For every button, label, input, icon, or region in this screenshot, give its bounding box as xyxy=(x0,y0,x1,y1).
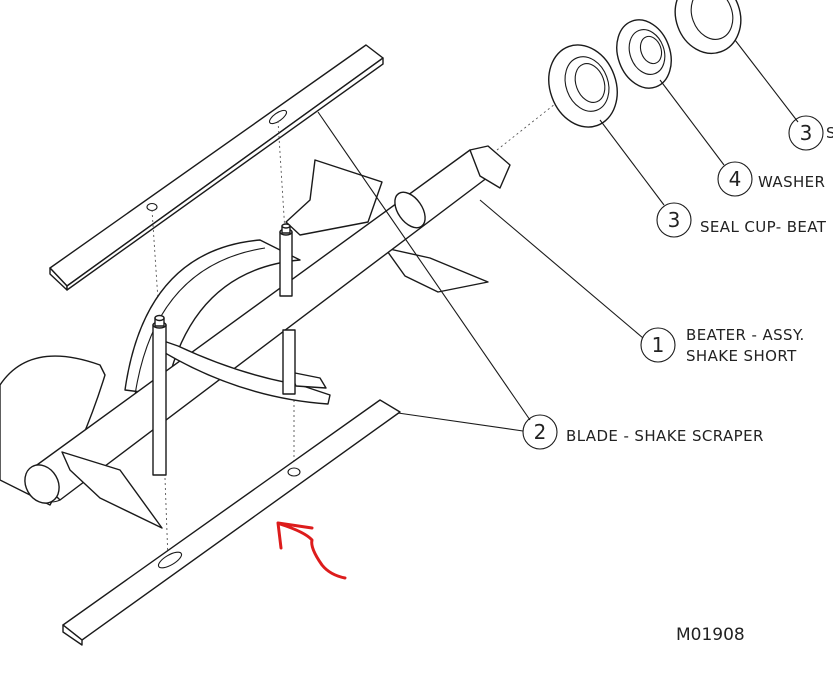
svg-text:2: 2 xyxy=(534,420,547,444)
scraper-blade-lower xyxy=(62,399,401,646)
callout-washer-4: 4 WASHER xyxy=(717,161,825,197)
callout-beater-1: 1 BEATER - ASSY. SHAKE SHORT xyxy=(640,326,805,365)
callout-seal-cup-3: 3 SEAL CUP- BEAT xyxy=(656,202,827,238)
washer xyxy=(616,19,672,89)
svg-text:3: 3 xyxy=(668,208,681,232)
beater-assembly xyxy=(0,145,511,529)
drawing-ref-number: M01908 xyxy=(676,625,745,645)
svg-text:4: 4 xyxy=(729,167,742,191)
leader-lines xyxy=(317,39,799,432)
svg-text:3: 3 xyxy=(800,121,813,145)
callout-blade-2: 2 BLADE - SHAKE SCRAPER xyxy=(522,414,764,450)
red-annotation-arrow xyxy=(276,521,347,580)
svg-text:SEAL CUP- BEAT: SEAL CUP- BEAT xyxy=(700,218,827,236)
svg-text:BEATER - ASSY.: BEATER - ASSY. xyxy=(686,326,805,344)
svg-text:SHAKE SHORT: SHAKE SHORT xyxy=(686,347,797,365)
seal-cup-front xyxy=(548,44,618,128)
callout-seal-3-top: 3 S xyxy=(788,115,833,151)
seal-cup-rear xyxy=(674,0,742,55)
svg-text:BLADE - SHAKE SCRAPER: BLADE - SHAKE SCRAPER xyxy=(566,427,764,445)
scraper-blade-upper xyxy=(49,44,384,291)
svg-text:WASHER: WASHER xyxy=(758,173,825,191)
svg-text:1: 1 xyxy=(652,333,665,357)
svg-text:S: S xyxy=(826,124,833,142)
